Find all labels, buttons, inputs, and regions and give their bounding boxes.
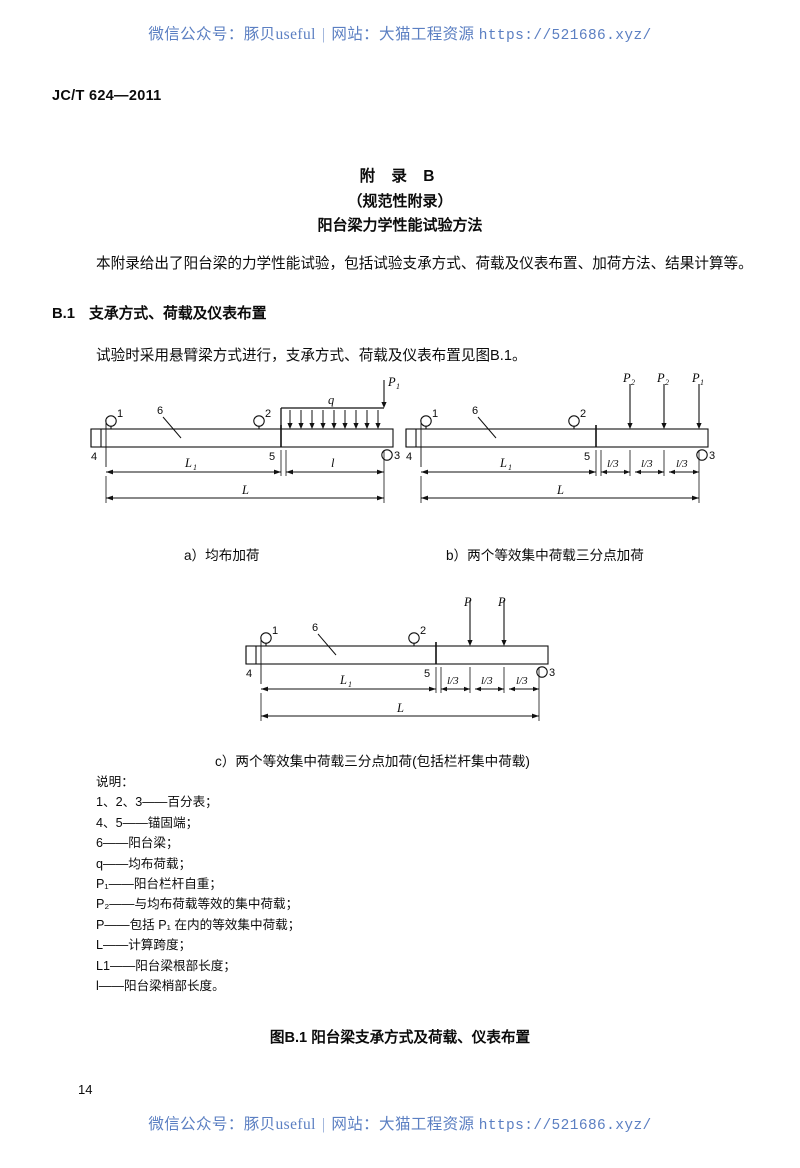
legend-item-7: P——包括 P₁ 在内的等效集中荷载； xyxy=(96,917,301,932)
page-number: 14 xyxy=(78,1082,93,1097)
beam-label-6: 6 xyxy=(472,405,478,417)
watermark-url-bottom: https://521686.xyz/ xyxy=(478,1118,652,1134)
gauge-label-2: 2 xyxy=(265,408,271,420)
watermark-bottom: 微信公众号：豚贝useful | 网站：大猫工程资源 https://521686.… xyxy=(0,1112,800,1134)
dimension-label-L1-sub: 1 xyxy=(508,463,512,472)
figure-caption-c: c）两个等效集中荷载三分点加荷(包括栏杆集中荷载) xyxy=(215,754,530,769)
annex-type: （规范性附录） xyxy=(347,193,453,210)
gauge-label-3: 3 xyxy=(394,450,400,462)
watermark-wechat-name-bottom: 豚贝useful xyxy=(243,1116,316,1133)
figure-b-two-point-loads: 1 2 3 4 5 6 P 2 P 2 P 1 L 1 l/3 l/3 l/3 … xyxy=(400,372,725,507)
annex-title: 附 录 B xyxy=(359,168,441,185)
section-title: 支承方式、荷载及仪表布置 xyxy=(89,306,267,322)
figure-caption-b: b）两个等效集中荷载三分点加荷 xyxy=(446,548,644,563)
figure-a-uniform-load: 1 2 3 4 5 6 q P 1 L 1 l L xyxy=(85,372,405,507)
dimension-label-l3-b: l/3 xyxy=(641,458,653,470)
load-label-q: q xyxy=(328,393,334,407)
load-label-P2-b-sub: 2 xyxy=(665,378,669,387)
legend-item-1: 1、2、3——百分表； xyxy=(96,795,218,810)
dimension-label-l3-a: l/3 xyxy=(607,458,619,470)
gauge-label-1: 1 xyxy=(432,408,438,420)
anchor-label-5: 5 xyxy=(584,451,590,463)
watermark-top: 微信公众号：豚贝useful | 网站：大猫工程资源 https://521686.… xyxy=(0,22,800,44)
beam-label-6: 6 xyxy=(312,622,318,634)
legend-item-3: 6——阳台梁； xyxy=(96,836,179,851)
watermark-separator-bottom: | xyxy=(321,1116,326,1133)
dimension-label-l: l xyxy=(331,456,335,470)
legend-item-9: L1——阳台梁根部长度； xyxy=(96,958,236,973)
gauge-label-1: 1 xyxy=(272,625,278,637)
anchor-label-4: 4 xyxy=(91,451,97,463)
legend-item-6: P₂——与均布荷载等效的集中荷载； xyxy=(96,897,299,912)
document-standard-code: JC/T 624—2011 xyxy=(52,88,162,104)
dimension-label-l3-c: l/3 xyxy=(676,458,688,470)
watermark-site-label-bottom: 网站： xyxy=(331,1116,380,1133)
section-paragraph: 试验时采用悬臂梁方式进行，支承方式、荷载及仪表布置见图B.1。 xyxy=(96,348,527,364)
load-label-P-b: P xyxy=(497,595,506,609)
watermark-wechat-name: 豚贝useful xyxy=(243,26,316,43)
section-number: B.1 xyxy=(52,306,76,322)
annex-name: 阳台梁力学性能试验方法 xyxy=(317,217,483,234)
dimension-label-L1: L xyxy=(339,673,347,687)
dimension-label-l3-b: l/3 xyxy=(481,675,493,687)
dimension-label-l3-c: l/3 xyxy=(516,675,528,687)
legend-item-2: 4、5——锚固端； xyxy=(96,815,199,830)
section-heading: B.1 支承方式、荷载及仪表布置 xyxy=(52,302,267,323)
dimension-label-l3-a: l/3 xyxy=(447,675,459,687)
figure-c-load-labels: P P xyxy=(455,592,515,612)
load-label-P2-a: P xyxy=(622,372,631,385)
dimension-label-L: L xyxy=(241,483,249,497)
load-label-P1-sub: 1 xyxy=(700,378,704,387)
watermark-site-name-bottom: 大猫工程资源 xyxy=(379,1116,475,1133)
dimension-label-L1-sub: 1 xyxy=(193,463,197,472)
legend-item-4: q——均布荷载； xyxy=(96,856,192,871)
legend-title: 说明： xyxy=(96,775,134,789)
figure-legend: 说明： 1、2、3——百分表； 4、5——锚固端； 6——阳台梁； q——均布荷… xyxy=(96,772,300,996)
load-label-P1: P xyxy=(691,372,700,385)
dimension-label-L1-sub: 1 xyxy=(348,680,352,689)
legend-item-8: L——计算跨度； xyxy=(96,938,192,953)
gauge-label-1: 1 xyxy=(117,408,123,420)
anchor-label-5: 5 xyxy=(269,451,275,463)
figure-c-two-point-loads-with-railing: 1 2 3 4 5 6 L 1 l/3 l/3 l/3 L xyxy=(240,600,565,735)
figure-caption-a: a）均布加荷 xyxy=(184,548,260,563)
gauge-label-2: 2 xyxy=(420,625,426,637)
load-label-P1: P xyxy=(387,375,396,389)
watermark-site-label: 网站： xyxy=(331,26,380,43)
intro-paragraph: 本附录给出了阳台梁的力学性能试验，包括试验支承方式、荷载及仪表布置、加荷方法、结… xyxy=(96,256,753,272)
dimension-label-L: L xyxy=(396,701,404,715)
gauge-label-3: 3 xyxy=(549,667,555,679)
load-label-P2-a-sub: 2 xyxy=(631,378,635,387)
watermark-site-name: 大猫工程资源 xyxy=(379,26,475,43)
legend-item-5: P₁——阳台栏杆自重； xyxy=(96,877,222,892)
dimension-label-L1: L xyxy=(499,456,507,470)
watermark-url: https://521686.xyz/ xyxy=(478,28,652,44)
watermark-wechat-label: 微信公众号： xyxy=(148,26,244,43)
load-label-P2-b: P xyxy=(656,372,665,385)
dimension-label-L1: L xyxy=(184,456,192,470)
anchor-label-4: 4 xyxy=(406,451,412,463)
gauge-label-3: 3 xyxy=(709,450,715,462)
legend-item-10: l——阳台梁梢部长度。 xyxy=(96,979,225,994)
watermark-separator: | xyxy=(321,26,326,43)
gauge-label-2: 2 xyxy=(580,408,586,420)
load-label-P-a: P xyxy=(463,595,472,609)
dimension-label-L: L xyxy=(556,483,564,497)
load-label-P1-sub: 1 xyxy=(396,382,400,391)
figure-b1-caption: 图B.1 阳台梁支承方式及荷载、仪表布置 xyxy=(269,1030,531,1046)
watermark-wechat-label-bottom: 微信公众号： xyxy=(148,1116,244,1133)
anchor-label-5: 5 xyxy=(424,668,430,680)
beam-label-6: 6 xyxy=(157,405,163,417)
anchor-label-4: 4 xyxy=(246,668,252,680)
